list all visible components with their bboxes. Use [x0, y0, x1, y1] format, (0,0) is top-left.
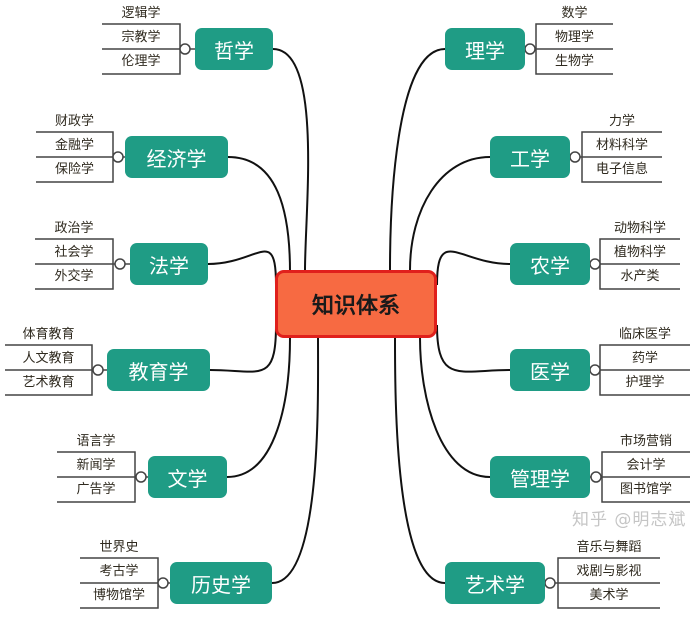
subtopic-label[interactable]: 植物科学	[613, 245, 666, 260]
central-topic[interactable]: 知识体系	[275, 270, 437, 338]
subtopic-label[interactable]: 音乐与舞蹈	[576, 540, 642, 555]
subtopic-label[interactable]: 图书馆学	[619, 482, 672, 497]
collapse-toggle-icon[interactable]	[569, 151, 581, 163]
collapse-toggle-icon[interactable]	[544, 577, 556, 589]
topic-node[interactable]: 管理学	[490, 456, 590, 498]
topic-node[interactable]: 农学	[510, 243, 590, 285]
subtopic-label[interactable]: 会计学	[626, 458, 666, 473]
topic-node[interactable]: 工学	[490, 136, 570, 178]
collapse-toggle-icon[interactable]	[157, 577, 169, 589]
children-bracket	[550, 557, 660, 609]
children-bracket	[5, 344, 98, 396]
collapse-toggle-icon[interactable]	[92, 364, 104, 376]
subtopic-label[interactable]: 艺术教育	[22, 375, 75, 390]
collapse-toggle-icon[interactable]	[590, 471, 602, 483]
subtopic-label[interactable]: 临床医学	[618, 327, 671, 342]
subtopic-label[interactable]: 药学	[631, 351, 658, 366]
branch-connector	[209, 324, 277, 373]
topic-node[interactable]: 文学	[148, 456, 227, 498]
subtopic-label[interactable]: 力学	[608, 114, 635, 129]
topic-node[interactable]: 历史学	[170, 562, 272, 604]
subtopic-label[interactable]: 考古学	[99, 564, 139, 579]
branch-connector	[227, 156, 291, 273]
subtopic-label[interactable]: 博物馆学	[92, 588, 145, 603]
subtopic-label[interactable]: 数学	[561, 6, 588, 21]
branch-connector	[226, 337, 291, 478]
subtopic-label[interactable]: 世界史	[99, 540, 139, 555]
topic-node[interactable]: 理学	[445, 28, 525, 70]
topic-node[interactable]: 教育学	[107, 349, 210, 391]
subtopic-label[interactable]: 财政学	[54, 114, 94, 129]
branch-connector	[389, 48, 446, 271]
branch-connector	[394, 337, 446, 584]
subtopic-label[interactable]: 语言学	[76, 434, 116, 449]
collapse-toggle-icon[interactable]	[589, 364, 601, 376]
topic-node[interactable]: 经济学	[125, 136, 228, 178]
topic-node[interactable]: 法学	[130, 243, 208, 285]
subtopic-label[interactable]: 水产类	[620, 269, 660, 284]
subtopic-label[interactable]: 物理学	[554, 30, 594, 45]
children-bracket	[35, 238, 120, 290]
subtopic-label[interactable]: 政治学	[54, 221, 94, 236]
subtopic-label[interactable]: 动物科学	[613, 221, 666, 236]
subtopic-label[interactable]: 护理学	[625, 375, 665, 390]
branch-connector	[272, 48, 310, 271]
collapse-toggle-icon[interactable]	[112, 151, 124, 163]
subtopic-label[interactable]: 市场营销	[619, 434, 672, 449]
subtopic-label[interactable]: 电子信息	[595, 162, 648, 177]
subtopic-label[interactable]: 生物学	[554, 54, 594, 69]
collapse-toggle-icon[interactable]	[179, 43, 191, 55]
subtopic-label[interactable]: 新闻学	[76, 458, 116, 473]
children-bracket	[575, 131, 662, 183]
subtopic-label[interactable]: 广告学	[76, 482, 116, 497]
topic-node[interactable]: 艺术学	[445, 562, 545, 604]
subtopic-label[interactable]: 材料科学	[595, 138, 648, 153]
subtopic-label[interactable]: 伦理学	[121, 54, 161, 69]
collapse-toggle-icon[interactable]	[135, 471, 147, 483]
children-bracket	[596, 451, 690, 503]
subtopic-label[interactable]: 逻辑学	[121, 6, 161, 21]
children-bracket	[57, 451, 141, 503]
topic-node[interactable]: 医学	[510, 349, 590, 391]
subtopic-label[interactable]: 社会学	[54, 245, 94, 260]
subtopic-label[interactable]: 人文教育	[22, 351, 75, 366]
branch-connector	[436, 324, 511, 373]
subtopic-label[interactable]: 宗教学	[121, 30, 161, 45]
subtopic-label[interactable]: 美术学	[589, 588, 629, 603]
subtopic-label[interactable]: 戏剧与影视	[576, 564, 642, 579]
subtopic-label[interactable]: 外交学	[54, 269, 94, 284]
subtopic-label[interactable]: 金融学	[54, 138, 94, 153]
watermark: 知乎 @明志斌	[572, 510, 687, 530]
branch-connector	[207, 250, 277, 286]
subtopic-label[interactable]: 体育教育	[22, 327, 75, 342]
topic-node[interactable]: 哲学	[195, 28, 273, 70]
collapse-toggle-icon[interactable]	[589, 258, 601, 270]
children-bracket	[530, 23, 613, 75]
collapse-toggle-icon[interactable]	[114, 258, 126, 270]
branch-connector	[271, 337, 320, 584]
branch-connector	[436, 250, 511, 286]
branch-connector	[419, 337, 491, 478]
collapse-toggle-icon[interactable]	[524, 43, 536, 55]
subtopic-label[interactable]: 保险学	[54, 162, 94, 177]
branch-connector	[409, 156, 491, 271]
